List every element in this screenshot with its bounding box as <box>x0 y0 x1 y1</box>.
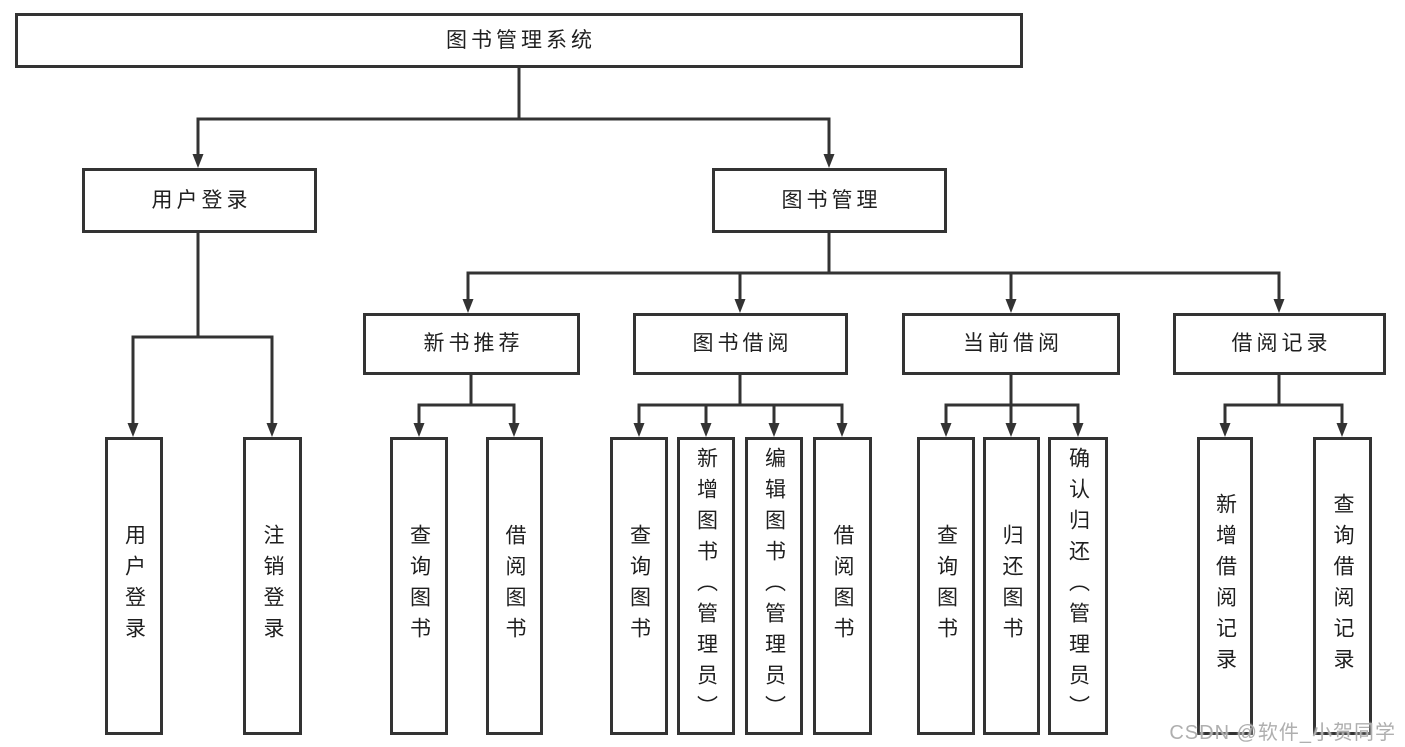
csdn-watermark: CSDN @软件_小贺同学 <box>1169 722 1396 744</box>
wire-current-borrow-split <box>944 375 1080 426</box>
leaf-label: 用户登录 <box>122 524 146 648</box>
node-borrow-records: 借阅记录 <box>1173 313 1386 375</box>
leaf-br-query-record: 查询借阅记录 <box>1313 437 1372 735</box>
leaf-bb-query-books: 查询图书 <box>610 437 668 735</box>
node-book-management-label: 图书管理 <box>781 188 882 212</box>
leaf-label: 查询图书 <box>934 524 958 648</box>
leaf-label: 归还图书 <box>1000 524 1023 648</box>
leaf-cb-confirm-return-admin: 确认归还（管理员） <box>1048 437 1108 735</box>
wire-book-mgmt-split <box>466 233 1281 301</box>
node-new-book-recommend: 新书推荐 <box>363 313 580 375</box>
leaf-label: 新增图书（管理员） <box>694 446 718 726</box>
leaf-label: 借阅图书 <box>831 524 854 648</box>
leaf-label: 确认归还（管理员） <box>1066 446 1090 726</box>
leaf-label: 注销登录 <box>261 524 284 648</box>
leaf-logout: 注销登录 <box>243 437 302 735</box>
leaf-cb-query-books: 查询图书 <box>917 437 975 735</box>
wire-user-login-split <box>131 233 274 426</box>
leaf-cb-return-books: 归还图书 <box>983 437 1040 735</box>
leaf-label: 查询借阅记录 <box>1331 493 1354 679</box>
node-root: 图书管理系统 <box>15 13 1023 68</box>
wire-new-book-split <box>417 375 516 426</box>
leaf-bb-borrow-books: 借阅图书 <box>813 437 872 735</box>
wire-root-split <box>196 68 831 156</box>
node-borrow-records-label: 借阅记录 <box>1231 332 1332 356</box>
node-book-management: 图书管理 <box>712 168 947 233</box>
wire-book-borrow-split <box>637 375 844 426</box>
node-book-borrow: 图书借阅 <box>633 313 848 375</box>
arrowheads <box>127 154 1348 437</box>
node-root-label: 图书管理系统 <box>446 28 596 52</box>
leaf-bb-add-books-admin: 新增图书（管理员） <box>677 437 735 735</box>
node-new-book-recommend-label: 新书推荐 <box>423 332 524 356</box>
node-book-borrow-label: 图书借阅 <box>692 332 793 356</box>
leaf-nb-query-books: 查询图书 <box>390 437 448 735</box>
leaf-nb-borrow-books: 借阅图书 <box>486 437 543 735</box>
leaf-bb-edit-books-admin: 编辑图书（管理员） <box>745 437 803 735</box>
node-user-login: 用户登录 <box>82 168 317 233</box>
node-user-login-label: 用户登录 <box>151 188 252 212</box>
leaf-label: 借阅图书 <box>503 524 526 648</box>
leaf-label: 编辑图书（管理员） <box>762 446 786 726</box>
leaf-label: 查询图书 <box>407 524 431 648</box>
leaf-label: 查询图书 <box>627 524 651 648</box>
leaf-label: 新增借阅记录 <box>1213 493 1237 679</box>
wire-borrow-records-split <box>1223 375 1344 426</box>
leaf-br-add-record: 新增借阅记录 <box>1197 437 1253 735</box>
node-current-borrow-label: 当前借阅 <box>963 332 1063 356</box>
node-current-borrow: 当前借阅 <box>902 313 1120 375</box>
leaf-user-login: 用户登录 <box>105 437 163 735</box>
